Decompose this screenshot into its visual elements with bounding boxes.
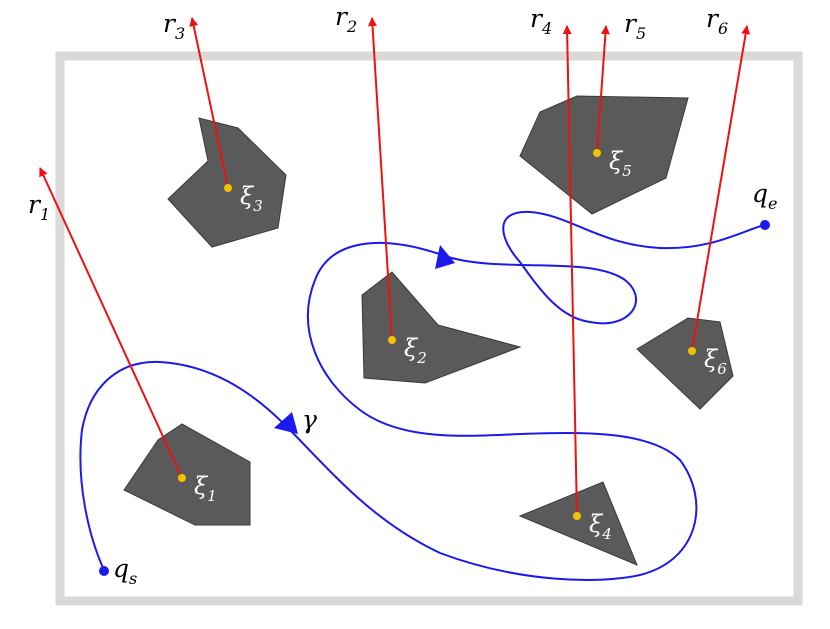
obstacle-2 <box>361 271 522 384</box>
ray-label-3: r3 <box>163 9 185 43</box>
xi-label-4: ξ4 <box>589 510 612 543</box>
ray-label-2-sub: 2 <box>346 17 357 36</box>
ray-label-5-sub: 5 <box>636 24 646 43</box>
end-label-sub: e <box>768 194 777 213</box>
xi-label-1-base: ξ <box>194 472 209 500</box>
xi-label-3-sub: 3 <box>253 197 263 215</box>
ray-label-3-sub: 3 <box>175 24 185 43</box>
path-gamma <box>79 210 765 581</box>
xi-label-3-base: ξ <box>240 182 255 210</box>
start-label-base: q <box>113 554 129 583</box>
ray-label-6-sub: 6 <box>718 19 728 38</box>
obstacle-point-1 <box>178 474 186 482</box>
start-label: qs <box>113 554 137 588</box>
ray-label-2: r2 <box>335 2 357 36</box>
xi-label-1-sub: 1 <box>207 487 217 505</box>
xi-label-4-base: ξ <box>589 510 604 538</box>
ray-3 <box>189 17 229 189</box>
ray-5 <box>596 25 610 154</box>
ray-label-4-base: r <box>530 4 544 33</box>
xi-label-5-sub: 5 <box>622 162 632 180</box>
obstacle-1 <box>123 423 251 526</box>
obstacle-point-4 <box>573 512 581 520</box>
ray-label-3-base: r <box>163 9 177 38</box>
xi-label-6-base: ξ <box>704 345 719 373</box>
obstacle-4 <box>518 481 638 566</box>
end-label-base: q <box>752 179 768 208</box>
obstacle-point-5 <box>593 149 601 157</box>
ray-label-1: r1 <box>28 190 50 224</box>
ray-label-5-base: r <box>624 9 638 38</box>
obstacle-point-2 <box>388 336 396 344</box>
path-direction-arrow-1 <box>274 412 298 434</box>
ray-label-5: r5 <box>624 9 646 43</box>
path-label: γ <box>302 405 317 434</box>
xi-label-1: ξ1 <box>194 472 217 505</box>
xi-label-6-sub: 6 <box>717 360 727 378</box>
xi-label-6: ξ6 <box>704 345 727 378</box>
xi-label-2-sub: 2 <box>416 349 427 367</box>
obstacles <box>123 95 734 566</box>
path-direction-arrow-2 <box>435 245 455 269</box>
ray-4 <box>562 25 578 517</box>
start-point <box>99 566 109 576</box>
rays <box>39 17 751 517</box>
ray-1 <box>39 167 183 479</box>
ray-6 <box>691 25 751 352</box>
ray-label-4: r4 <box>530 4 552 38</box>
ray-label-2-base: r <box>335 2 349 31</box>
xi-label-3: ξ3 <box>240 182 263 215</box>
end-point <box>760 220 770 230</box>
obstacle-points <box>178 149 696 520</box>
xi-label-2-base: ξ <box>404 334 419 362</box>
xi-label-5: ξ5 <box>609 147 632 180</box>
obstacle-6 <box>636 317 734 410</box>
ray-label-6: r6 <box>706 4 728 38</box>
ray-label-1-sub: 1 <box>40 205 50 224</box>
xi-label-4-sub: 4 <box>601 525 612 543</box>
obstacle-point-3 <box>224 184 232 192</box>
start-label-sub: s <box>129 569 137 588</box>
ray-2 <box>368 17 393 341</box>
obstacle-point-6 <box>688 347 696 355</box>
obstacle-5 <box>519 95 689 215</box>
xi-label-2: ξ2 <box>404 334 427 367</box>
ray-label-4-sub: 4 <box>541 19 552 38</box>
end-label: qe <box>752 179 777 213</box>
workspace-boundary <box>55 51 803 606</box>
ray-label-1-base: r <box>28 190 42 219</box>
ray-label-6-base: r <box>706 4 720 33</box>
xi-label-5-base: ξ <box>609 147 624 175</box>
